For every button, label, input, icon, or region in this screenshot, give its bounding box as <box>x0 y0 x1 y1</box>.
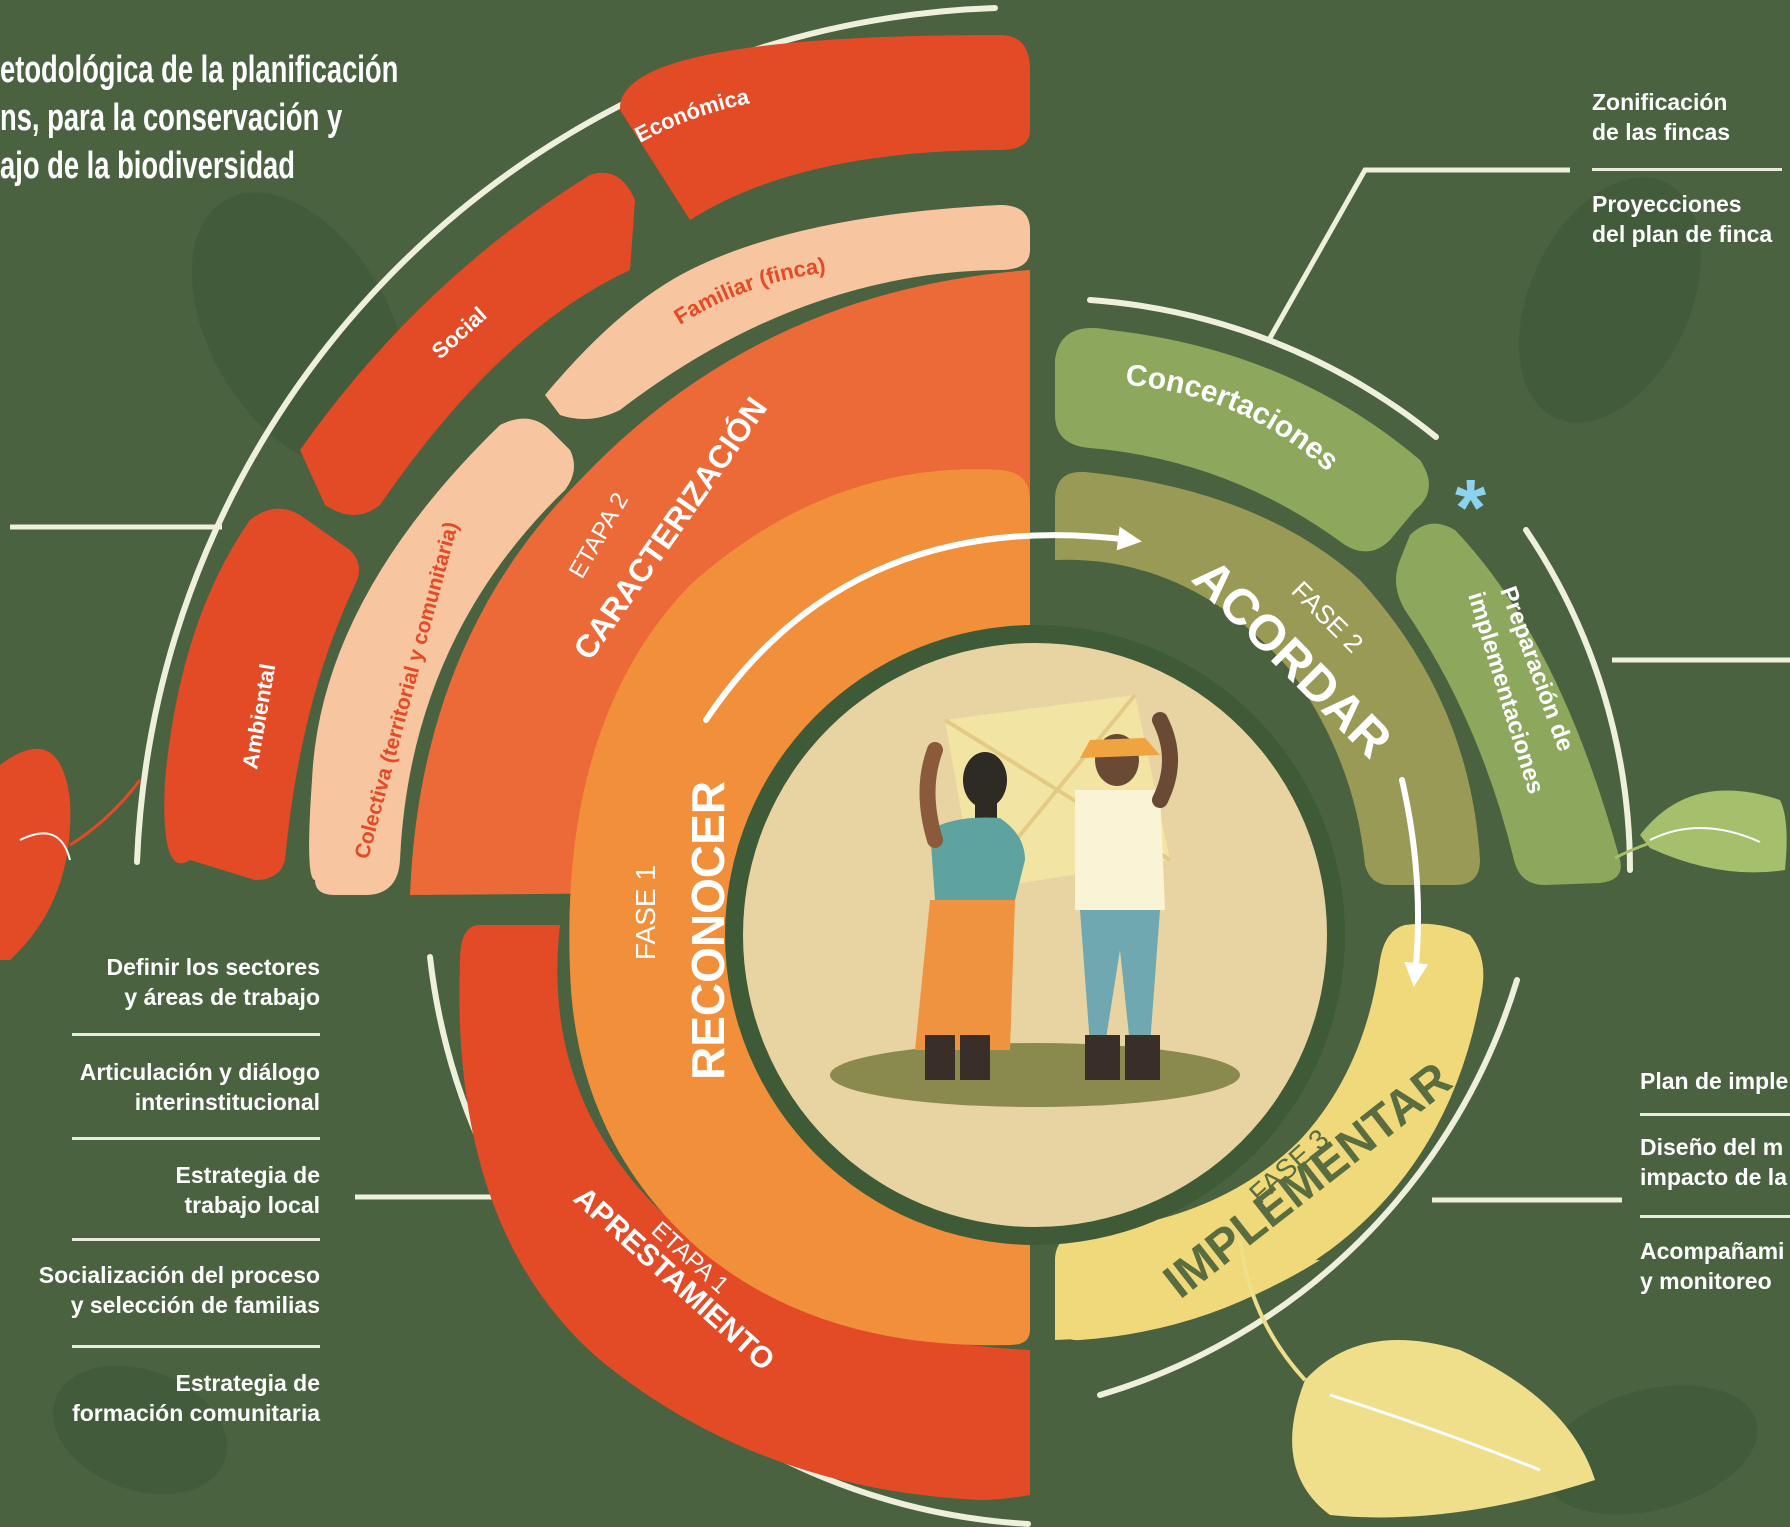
asterisk-icon: * <box>1455 463 1487 552</box>
segment-familiar <box>545 205 1030 419</box>
divider <box>1640 1215 1790 1218</box>
segment-colectiva <box>309 418 574 895</box>
segment-economica <box>619 35 1030 220</box>
segment-acordar <box>1055 471 1480 885</box>
title-line-3: ajo de la biodiversidad <box>0 145 295 187</box>
flow-arrows <box>703 526 1429 987</box>
background-leaves <box>52 177 1758 1515</box>
divider <box>72 1033 320 1036</box>
acordar-ring <box>1055 328 1621 1341</box>
segment-aprestamiento <box>459 925 1030 1500</box>
arrow-reconocer-to-acordar <box>703 526 1142 723</box>
leaf-bottom-icon <box>1292 1340 1595 1518</box>
list-item: Plan de imple <box>1640 1068 1789 1094</box>
segment-preparacion <box>1396 523 1621 885</box>
divider <box>72 1238 320 1241</box>
divider <box>1592 168 1782 171</box>
divider <box>1640 1113 1790 1116</box>
label-fase1: FASE 1 <box>630 865 661 960</box>
segment-concertaciones <box>1055 328 1429 552</box>
title-line-2: ns, para la conservación y <box>0 97 343 139</box>
page-title: etodológica de la planificación ns, para… <box>0 46 398 190</box>
label-reconocer: RECONOCER <box>682 781 734 1080</box>
leaf-icons <box>0 748 1787 1518</box>
title-line-1: etodológica de la planificación <box>0 49 399 91</box>
segment-social <box>300 172 635 515</box>
segment-implementar <box>1055 923 1484 1341</box>
leaf-right-icon <box>1640 790 1787 873</box>
segment-ambiental <box>164 508 359 880</box>
segment-implementar-label-area <box>1055 1260 1320 1340</box>
arrow-acordar-to-implementar <box>1399 777 1429 987</box>
outer-arcs <box>134 5 1633 1527</box>
divider <box>72 1137 320 1140</box>
people-illustration <box>830 693 1240 1107</box>
divider <box>72 1345 320 1348</box>
leaf-left-icon <box>0 748 71 960</box>
